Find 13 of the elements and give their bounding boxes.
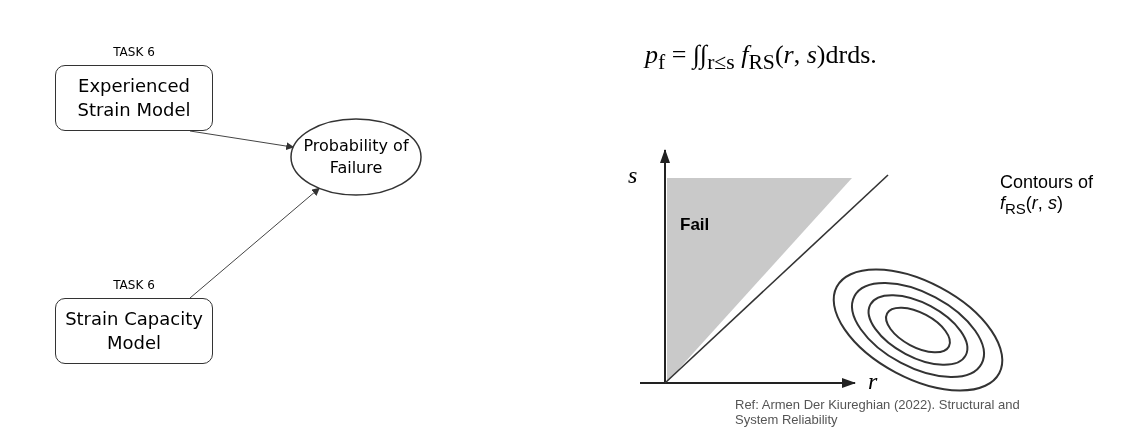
integral-equation: p$_{f}$ = ∫∫$_{r≤s}$ f$_{RS}$(r, s)drds. xyxy=(645,40,877,76)
outcome-ellipse: Probability of Failure xyxy=(290,118,422,196)
contour-label: Contours of f$_{RS}$(r, s) xyxy=(1000,172,1095,217)
reference-note: Ref: Armen Der Kiureghian (2022). Structural and System Reliability xyxy=(735,397,1021,427)
model-box: Experienced Strain Model xyxy=(55,65,213,131)
axis-label: r xyxy=(868,368,878,395)
task-label: TASK 6 xyxy=(112,45,156,59)
arrow xyxy=(189,187,320,299)
region-label: Fail xyxy=(680,215,710,235)
axis-label: s xyxy=(628,162,638,189)
arrow xyxy=(189,130,295,151)
model-box: Strain Capacity Model xyxy=(55,298,213,364)
task-label: TASK 6 xyxy=(112,278,156,292)
